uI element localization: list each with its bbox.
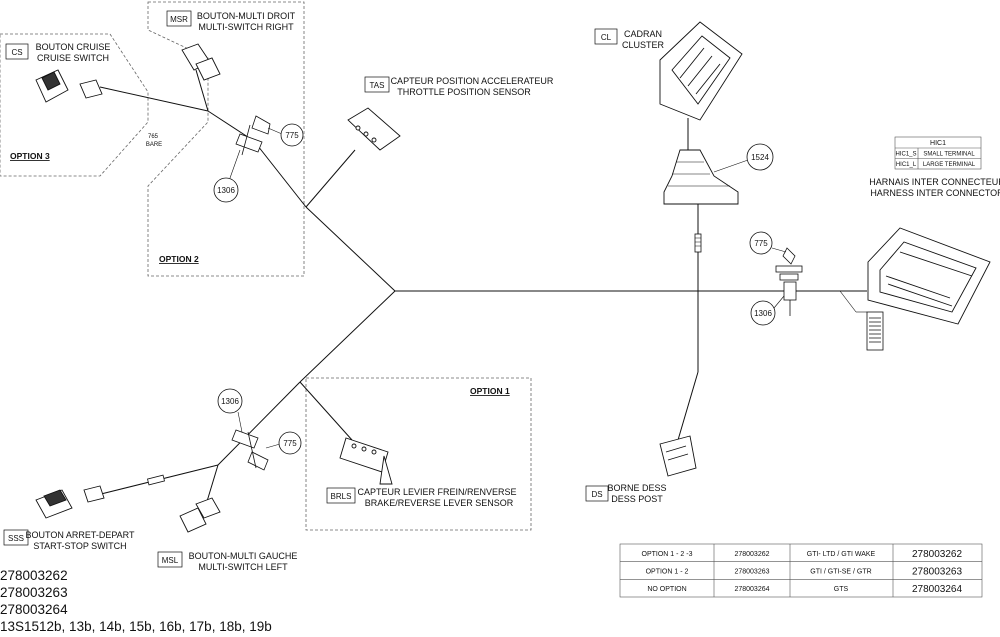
- ref-775-top: 775: [267, 123, 304, 147]
- msl-label-fr: BOUTON-MULTI GAUCHE: [189, 551, 298, 561]
- option-1-label: OPTION 1: [470, 386, 510, 396]
- hic-label-fr: HARNAIS INTER CONNECTEUR: [869, 177, 1000, 187]
- svg-text:1306: 1306: [221, 397, 239, 406]
- table-row-3-models: GTS: [834, 586, 849, 593]
- part-number-2: 278003263: [0, 585, 68, 600]
- cs-label-en: CRUISE SWITCH: [37, 53, 109, 63]
- ref-775-bottom: 775: [265, 431, 302, 455]
- start-stop-switch-icon: [35, 485, 105, 519]
- svg-text:CS: CS: [11, 48, 22, 57]
- svg-text:MSR: MSR: [170, 15, 188, 24]
- callout-tas: TAS: [364, 76, 390, 93]
- wire-marker-hatch: [695, 237, 701, 247]
- svg-text:HIC1_S: HIC1_S: [895, 152, 916, 158]
- hic-terminal-table: HIC1 HIC1_S SMALL TERMINAL HIC1_L LARGE …: [894, 136, 982, 170]
- tas-label-fr: CAPTEUR POSITION ACCELERATEUR: [391, 76, 554, 86]
- hic-label-en: HARNESS INTER CONNECTOR: [870, 188, 1000, 198]
- brls-label-fr: CAPTEUR LEVIER FREIN/RENVERSE: [357, 487, 516, 497]
- table-row-1-part: 278003262: [734, 551, 769, 558]
- svg-text:1306: 1306: [217, 186, 235, 195]
- table-row-1-models: GTI- LTD / GTI WAKE: [807, 551, 876, 558]
- table-row-2-option: OPTION 1 - 2: [646, 569, 689, 576]
- callout-msl: MSL: [157, 551, 183, 568]
- ref-1524: 1524: [713, 143, 774, 173]
- cruise-switch-icon: [35, 69, 103, 103]
- ds-label-en: DESS POST: [611, 494, 663, 504]
- svg-text:1524: 1524: [751, 153, 769, 162]
- callout-ds: DS: [585, 485, 609, 502]
- clip-bottom: [231, 429, 269, 471]
- sss-label-en: START-STOP SWITCH: [33, 541, 126, 551]
- table-row-3-part: 278003264: [734, 586, 769, 593]
- bare-label-number: 765: [148, 134, 159, 140]
- svg-text:LARGE TERMINAL: LARGE TERMINAL: [923, 162, 976, 168]
- cluster-connector-icon: [659, 21, 743, 121]
- svg-text:MSL: MSL: [162, 556, 179, 565]
- svg-text:1306: 1306: [754, 309, 772, 318]
- ref-1306-bottom: 1306: [217, 388, 243, 433]
- table-row-3-option: NO OPTION: [647, 586, 686, 593]
- callout-sss: SSS: [3, 529, 29, 546]
- option-3-label: OPTION 3: [10, 151, 50, 161]
- msr-label-fr: BOUTON-MULTI DROIT: [197, 11, 296, 21]
- multi-switch-right-icon: [181, 43, 221, 81]
- sss-label-fr: BOUTON ARRET-DEPART: [25, 530, 135, 540]
- cl-label-en: CLUSTER: [622, 40, 665, 50]
- wire-marker: [147, 474, 165, 486]
- svg-text:SSS: SSS: [8, 534, 24, 543]
- clip-right: [775, 247, 803, 316]
- harness-inter-connector-icon: [867, 227, 991, 325]
- cluster-boot: [663, 149, 739, 205]
- msl-label-en: MULTI-SWITCH LEFT: [198, 562, 288, 572]
- svg-text:775: 775: [754, 239, 768, 248]
- multi-switch-left-icon: [179, 497, 221, 533]
- cs-label-fr: BOUTON CRUISE: [36, 42, 111, 52]
- svg-text:HIC1: HIC1: [930, 140, 946, 147]
- table-row-1-option: OPTION 1 - 2 -3: [642, 551, 693, 558]
- svg-text:BRLS: BRLS: [331, 492, 352, 501]
- part-number-3: 278003264: [0, 602, 68, 617]
- svg-text:TAS: TAS: [370, 81, 385, 90]
- svg-text:SMALL TERMINAL: SMALL TERMINAL: [923, 152, 975, 158]
- callout-msr: MSR: [166, 10, 192, 27]
- option-2-region: [147, 1, 305, 277]
- clip-top: [235, 115, 271, 156]
- tas-label-en: THROTTLE POSITION SENSOR: [397, 87, 531, 97]
- harness-wires: [96, 69, 867, 509]
- callout-cl: CL: [594, 28, 618, 45]
- option-part-table: OPTION 1 - 2 -3 278003262 GTI- LTD / GTI…: [619, 543, 983, 598]
- ref-775-right: 775: [749, 231, 787, 255]
- svg-text:775: 775: [285, 131, 299, 140]
- table-row-2-part: 278003263: [734, 569, 769, 576]
- throttle-sensor-icon: [347, 107, 401, 151]
- illustration-reference: 13S1512b, 13b, 14b, 15b, 16b, 17b, 18b, …: [0, 619, 272, 634]
- option-1-region: [305, 377, 532, 531]
- callout-brls: BRLS: [326, 487, 356, 504]
- ref-1306-top: 1306: [213, 149, 241, 203]
- callout-cs: CS: [5, 43, 29, 60]
- svg-text:DS: DS: [591, 490, 602, 499]
- msr-label-en: MULTI-SWITCH RIGHT: [198, 22, 294, 32]
- ds-label-fr: BORNE DESS: [607, 483, 666, 493]
- dess-post-icon: [659, 435, 697, 477]
- table-row-2-models: GTI / GTI-SE / GTR: [810, 569, 871, 576]
- cl-label-fr: CADRAN: [624, 29, 662, 39]
- bare-label-text: BARE: [146, 142, 162, 148]
- svg-text:HIC1_L: HIC1_L: [896, 162, 917, 168]
- part-number-1: 278003262: [0, 568, 68, 583]
- table-row-1-part2: 278003262: [912, 549, 962, 560]
- ref-1306-right: 1306: [750, 295, 785, 326]
- brls-label-en: BRAKE/REVERSE LEVER SENSOR: [365, 498, 514, 508]
- table-row-2-part2: 278003263: [912, 567, 962, 578]
- harness-label-tag: [866, 311, 884, 351]
- table-row-3-part2: 278003264: [912, 584, 962, 595]
- wire-marker: [694, 233, 702, 253]
- option-2-label: OPTION 2: [159, 254, 199, 264]
- svg-text:775: 775: [283, 439, 297, 448]
- brake-reverse-sensor-icon: [339, 437, 393, 485]
- svg-text:CL: CL: [601, 33, 612, 42]
- option-3-region: [0, 33, 149, 177]
